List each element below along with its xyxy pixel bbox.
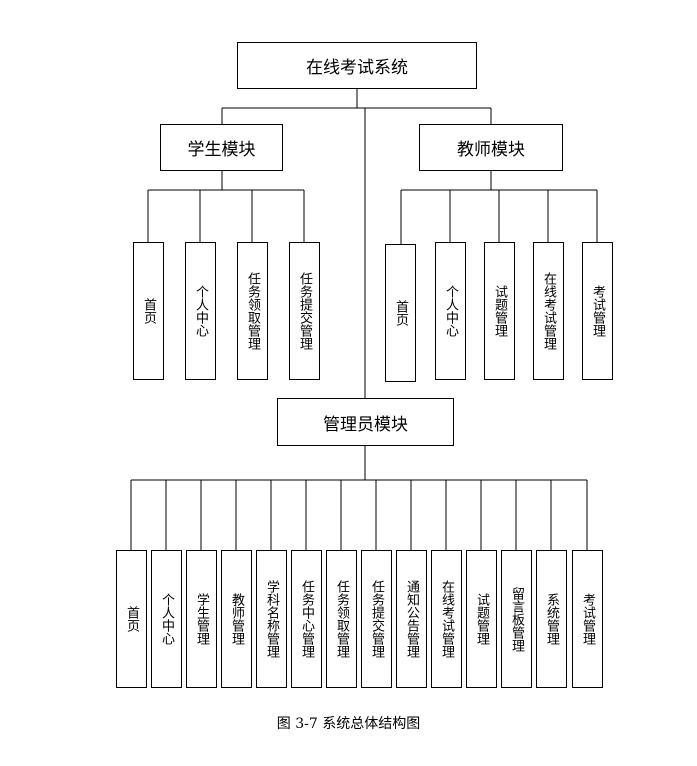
root-node: 在线考试系统 — [237, 42, 477, 89]
teacher-item-home: 首页 — [385, 244, 416, 382]
admin-item-message-board: 留言板管理 — [501, 550, 532, 688]
admin-item-students: 学生管理 — [186, 550, 217, 688]
admin-item-notices: 通知公告管理 — [396, 550, 427, 688]
student-item-task-submit: 任务提交管理 — [289, 242, 320, 380]
figure-caption: 图 3-7 系统总体结构图 — [276, 716, 421, 732]
admin-item-teachers: 教师管理 — [221, 550, 252, 688]
admin-module-node: 管理员模块 — [277, 398, 454, 446]
teacher-module-node: 教师模块 — [419, 124, 563, 171]
admin-module-label: 管理员模块 — [323, 414, 408, 435]
admin-item-profile: 个人中心 — [151, 550, 182, 688]
teacher-item-exam: 考试管理 — [582, 242, 613, 380]
student-item-task-claim: 任务领取管理 — [237, 242, 268, 380]
admin-item-home: 首页 — [116, 550, 147, 688]
teacher-item-profile: 个人中心 — [435, 242, 466, 380]
teacher-item-questions: 试题管理 — [484, 242, 515, 380]
teacher-module-label: 教师模块 — [457, 140, 525, 160]
admin-item-task-claim: 任务领取管理 — [326, 550, 357, 688]
admin-item-task-center: 任务中心管理 — [291, 550, 322, 688]
admin-item-subjects: 学科名称管理 — [256, 550, 287, 688]
admin-item-task-submit: 任务提交管理 — [361, 550, 392, 688]
student-module-node: 学生模块 — [160, 124, 283, 171]
admin-item-online-exam: 在线考试管理 — [431, 550, 462, 688]
admin-item-questions: 试题管理 — [466, 550, 497, 688]
admin-item-system: 系统管理 — [536, 550, 567, 688]
student-item-profile: 个人中心 — [185, 242, 216, 380]
teacher-item-online-exam: 在线考试管理 — [533, 242, 564, 380]
student-module-label: 学生模块 — [187, 140, 256, 160]
root-label: 在线考试系统 — [306, 58, 408, 78]
student-item-home: 首页 — [133, 242, 164, 380]
admin-item-exam: 考试管理 — [572, 550, 603, 688]
